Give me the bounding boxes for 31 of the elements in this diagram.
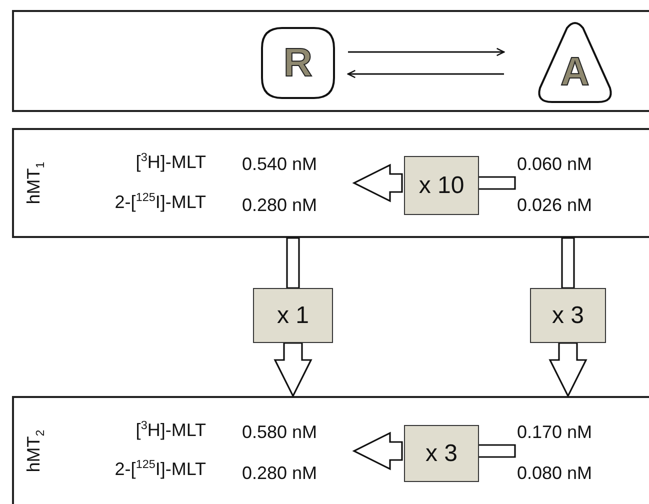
arrow (347, 70, 504, 78)
arrow (348, 48, 505, 56)
block-arrow (352, 432, 403, 470)
factor-box: x 3 (530, 288, 606, 343)
affinity-value: 0.580 nM (242, 422, 318, 443)
factor-box: x 3 (404, 425, 479, 482)
arrow-stub (561, 237, 575, 289)
affinity-value: 0.170 nM (517, 422, 594, 443)
affinity-value: 0.060 nM (517, 154, 594, 175)
panel-frame (12, 396, 649, 504)
factor-box: x 10 (404, 156, 479, 215)
arrow-stub (476, 176, 516, 190)
state-letter: R (284, 40, 312, 86)
ligand-label: [$^{3}$H]-MLT (134, 152, 206, 173)
arrow-stub (476, 444, 516, 458)
affinity-value: 0.540 nM (242, 154, 318, 175)
ligand-label: [$^{3}$H]-MLT (134, 420, 206, 441)
affinity-value: 0.280 nM (242, 195, 318, 216)
panel-frame (12, 128, 649, 238)
arrow-stub (286, 237, 300, 289)
state-letter: A (560, 50, 590, 94)
ligand-label: 2-[$^{125}$I]-MLT (114, 192, 206, 213)
affinity-value: 0.026 nM (517, 195, 594, 216)
ligand-label: 2-[$^{125}$I]-MLT (114, 459, 206, 480)
factor-box: x 1 (253, 288, 333, 343)
block-arrow (352, 164, 403, 202)
block-arrow (274, 342, 312, 398)
affinity-value: 0.280 nM (242, 463, 318, 484)
panel-frame (12, 10, 649, 112)
block-arrow (548, 342, 588, 398)
affinity-value: 0.080 nM (517, 463, 594, 484)
